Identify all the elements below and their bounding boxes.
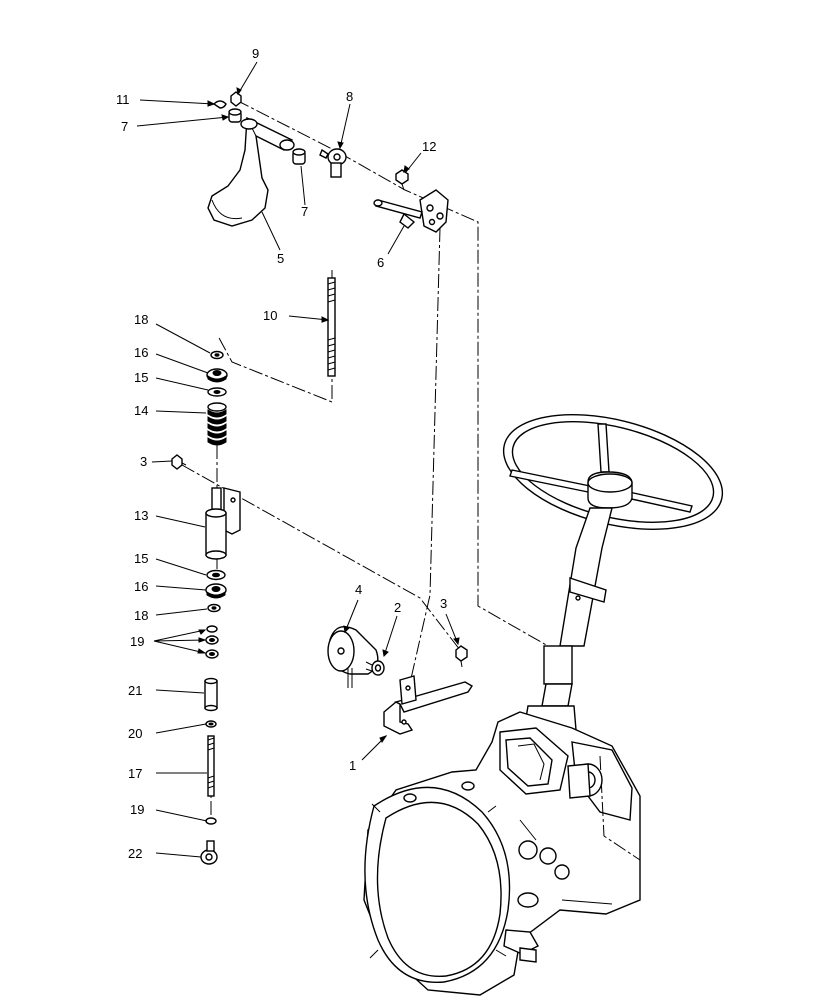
- sleeve-13: [205, 508, 227, 560]
- callout-16-top: 16: [134, 345, 148, 360]
- rod-end-8: [319, 148, 347, 178]
- steering-assembly: [502, 414, 724, 731]
- callout-18-bottom: 18: [134, 608, 148, 623]
- bushing-7-right: [292, 148, 306, 165]
- pedal-assembly: [207, 91, 449, 377]
- bolt-3-left: [171, 454, 187, 470]
- callout-15-bottom: 15: [134, 551, 148, 566]
- seat-16-top: [206, 368, 228, 383]
- nut-9: [230, 91, 242, 107]
- callout-4: 4: [355, 582, 362, 597]
- callout-20: 20: [128, 726, 142, 741]
- bracket-1: [383, 675, 473, 735]
- callout-19-group: 19: [130, 634, 144, 649]
- callout-1: 1: [349, 758, 356, 773]
- callout-7-left: 7: [121, 119, 128, 134]
- washer-18-top: [210, 350, 224, 360]
- bolt-3-right: [455, 645, 468, 668]
- callout-14: 14: [134, 403, 148, 418]
- callout-19-lower: 19: [130, 802, 144, 817]
- callout-21: 21: [128, 683, 142, 698]
- seat-16-bottom: [205, 583, 227, 599]
- callout-18-top: 18: [134, 312, 148, 327]
- rod-end-22: [200, 840, 218, 865]
- callout-8: 8: [346, 89, 353, 104]
- washer-15-bottom: [206, 569, 226, 581]
- callout-7-right: 7: [301, 204, 308, 219]
- spacer-2: [365, 660, 385, 676]
- nuts-19: [205, 625, 219, 659]
- washer-15-top: [207, 387, 227, 397]
- coupler-21: [204, 677, 218, 712]
- rod-17: [207, 735, 215, 797]
- nut-19-lower: [205, 817, 217, 825]
- washer-18-bottom: [207, 603, 221, 613]
- steering-wheel: [502, 414, 724, 530]
- callout-3-right: 3: [440, 596, 447, 611]
- callout-10: 10: [263, 308, 277, 323]
- callout-12: 12: [422, 139, 436, 154]
- bolt-12: [395, 169, 409, 191]
- callout-22: 22: [128, 846, 142, 861]
- callout-5: 5: [277, 251, 284, 266]
- callout-2: 2: [394, 600, 401, 615]
- callout-labels: 9 11 7 8 12 7 5 6 10 18 16 15 14 3 13 15…: [116, 46, 447, 861]
- pedal-5: [207, 116, 295, 227]
- spring-stack: [171, 350, 241, 865]
- callout-6: 6: [377, 255, 384, 270]
- transmission-housing: [363, 711, 641, 996]
- spring-14: [207, 402, 227, 446]
- rod-10: [327, 277, 336, 377]
- callout-3-left: 3: [140, 454, 147, 469]
- leader-lines: [136, 61, 460, 858]
- callout-11: 11: [116, 92, 130, 107]
- callout-17: 17: [128, 766, 142, 781]
- steering-column: [523, 507, 613, 731]
- callout-15-top: 15: [134, 370, 148, 385]
- clip-11: [212, 100, 227, 109]
- middle-parts: [327, 626, 473, 735]
- nut-20: [205, 720, 217, 728]
- bracket-6: [373, 189, 449, 233]
- callout-13: 13: [134, 508, 148, 523]
- bushing-7-left: [228, 108, 242, 123]
- callout-16-bottom: 16: [134, 579, 148, 594]
- housing-4: [327, 626, 379, 688]
- callout-9: 9: [252, 46, 259, 61]
